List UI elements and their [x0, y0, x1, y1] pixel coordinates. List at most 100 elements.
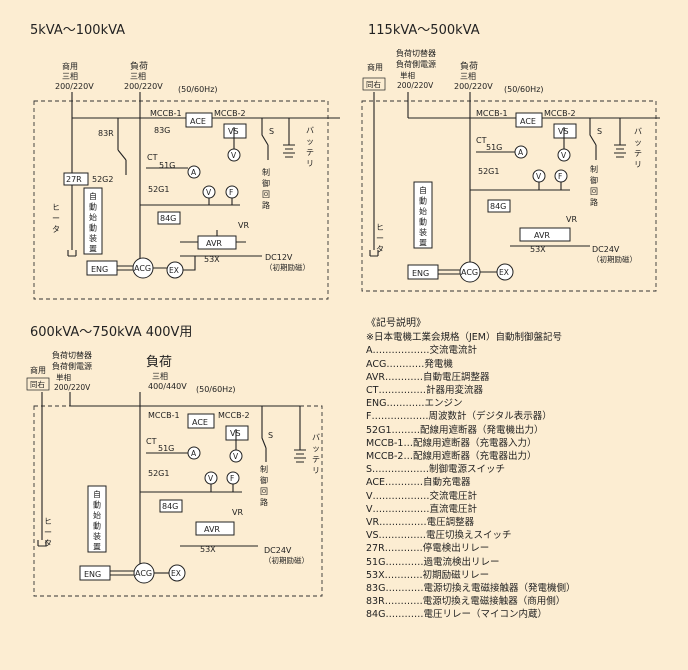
legend-desc: 配線用遮断器（充電器入力）	[412, 437, 537, 449]
acg-label: ACG	[135, 569, 152, 578]
27r-label: 27R	[66, 175, 82, 184]
legend-dots: ……………	[378, 530, 427, 542]
battery-char: バ	[312, 433, 320, 442]
heater-char: ヒ	[44, 517, 52, 526]
frequency: (50/60Hz)	[504, 85, 544, 94]
source-label: 商用	[62, 61, 78, 71]
legend-item: S………………制御電源スイッチ	[366, 463, 682, 476]
legend-dots: …………	[384, 596, 423, 608]
legend-desc: 初期励磁リレー	[422, 569, 490, 581]
53x-label: 53X	[200, 545, 216, 554]
ammeter-icon	[187, 165, 201, 179]
51g-label: 51G	[158, 444, 174, 453]
battery-char: バ	[306, 126, 314, 135]
legend-desc: 過電流検出リレー	[423, 556, 500, 568]
legend-code: ACG	[366, 358, 387, 370]
auto-start-char: 動	[93, 522, 101, 531]
ace-label: ACE	[192, 418, 208, 427]
control-circuit-char: 御	[260, 475, 268, 485]
legend-desc: 制御電源スイッチ	[429, 464, 506, 476]
auto-start-panel	[83, 187, 103, 255]
switch-voltage: 200/220V	[54, 383, 91, 392]
mccb2-label: MCCB-2	[214, 109, 246, 118]
legend-desc: 電圧調整器	[426, 517, 475, 529]
v-dc-label: V	[231, 151, 237, 160]
legend-dots: …………	[385, 371, 423, 383]
switch-phase: 単相	[56, 372, 71, 382]
ace-box	[185, 112, 213, 128]
legend-code: V	[366, 490, 373, 502]
v-dc-label: V	[561, 151, 567, 160]
a-label: A	[518, 148, 524, 157]
legend-item: 53X…………初期励磁リレー	[366, 569, 682, 582]
legend-dots: ……………	[379, 517, 427, 529]
auto-start-char: 動	[89, 203, 97, 212]
legend-desc: 発電機	[424, 358, 453, 370]
legend-item: 83G…………電源切換え電磁接触器（発電機側）	[366, 582, 682, 595]
legend-dots: ………	[391, 424, 421, 436]
legend-dots: ……………	[378, 385, 426, 397]
legend-dots: …………	[385, 583, 424, 595]
eng-label: ENG	[84, 570, 101, 579]
control-circuit-char: 制	[262, 167, 270, 177]
legend-desc: 交流電流計	[429, 345, 478, 357]
diagram-1-title: 5kVA～100kVA	[30, 23, 125, 38]
mccb1-label: MCCB-1	[150, 109, 182, 118]
ace-box	[187, 413, 215, 429]
control-circuit-char: 回	[262, 190, 270, 199]
dc-note: （初期励磁）	[592, 254, 637, 264]
heater-char: タ	[44, 539, 52, 548]
legend-code: A	[366, 345, 373, 357]
auto-start-char: 装	[419, 227, 427, 237]
53x-label: 53X	[530, 245, 546, 254]
battery-char: ッ	[306, 137, 314, 146]
battery-char: テ	[306, 148, 314, 157]
legend-dots: …	[403, 451, 413, 463]
53x-label: 53X	[204, 255, 220, 264]
battery-char: バ	[634, 127, 642, 136]
legend-item: V………………交流電圧計	[366, 490, 682, 503]
legend-title: 《記号説明》	[366, 318, 426, 329]
v-ac-label: V	[208, 474, 214, 483]
load-label: 負荷	[460, 60, 478, 72]
51g-label: 51G	[486, 143, 502, 152]
legend-code: S	[366, 464, 373, 476]
vs-box	[553, 123, 577, 139]
51g-label: 51G	[159, 161, 175, 170]
legend-code: ACE	[366, 477, 385, 489]
vr-label: VR	[238, 221, 249, 230]
mccb2-label: MCCB-2	[218, 411, 250, 420]
legend-item: AVR…………自動電圧調整器	[366, 371, 682, 384]
legend-desc: 電圧切換えスイッチ	[426, 530, 512, 542]
84g-label: 84G	[162, 502, 178, 511]
legend-code: 83G	[366, 583, 386, 595]
dc-note: （初期励磁）	[264, 555, 309, 565]
legend-dots: …………	[386, 398, 425, 410]
legend-item: F………………周波数計（デジタル表示器）	[366, 410, 682, 423]
legend-desc: 自動電圧調整器	[423, 371, 490, 383]
legend-dots: …	[403, 437, 413, 449]
legend-item: 51G…………過電流検出リレー	[366, 556, 682, 569]
load-voltage: 200/220V	[454, 82, 493, 91]
battery-char: リ	[634, 160, 642, 169]
84g-label: 84G	[160, 214, 176, 223]
symbol-legend: 《記号説明》 ※日本電機工業会規格（JEM）自動制御盤記号 A………………交流電…	[366, 317, 682, 622]
legend-item: V………………直流電圧計	[366, 503, 682, 516]
legend-desc: 周波数計（デジタル表示器）	[428, 411, 552, 423]
control-circuit-char: 制	[260, 464, 268, 474]
load-voltage: 200/220V	[124, 82, 163, 91]
vs-box	[223, 123, 247, 139]
v-ac-label: V	[206, 188, 212, 197]
auto-start-char: 装	[93, 531, 101, 541]
legend-item: VS……………電圧切換えスイッチ	[366, 529, 682, 542]
load-voltage: 400/440V	[148, 382, 187, 391]
legend-dots: ………………	[372, 464, 430, 476]
legend-dots: …………	[384, 569, 423, 581]
52g1-label: 52G1	[148, 185, 169, 194]
vr-label: VR	[566, 215, 577, 224]
panel-border	[361, 100, 657, 292]
control-circuit-char: 路	[260, 497, 268, 507]
legend-item: 27R…………停電検出リレー	[366, 542, 682, 555]
a-label: A	[191, 168, 197, 177]
legend-item: A………………交流電流計	[366, 344, 682, 357]
